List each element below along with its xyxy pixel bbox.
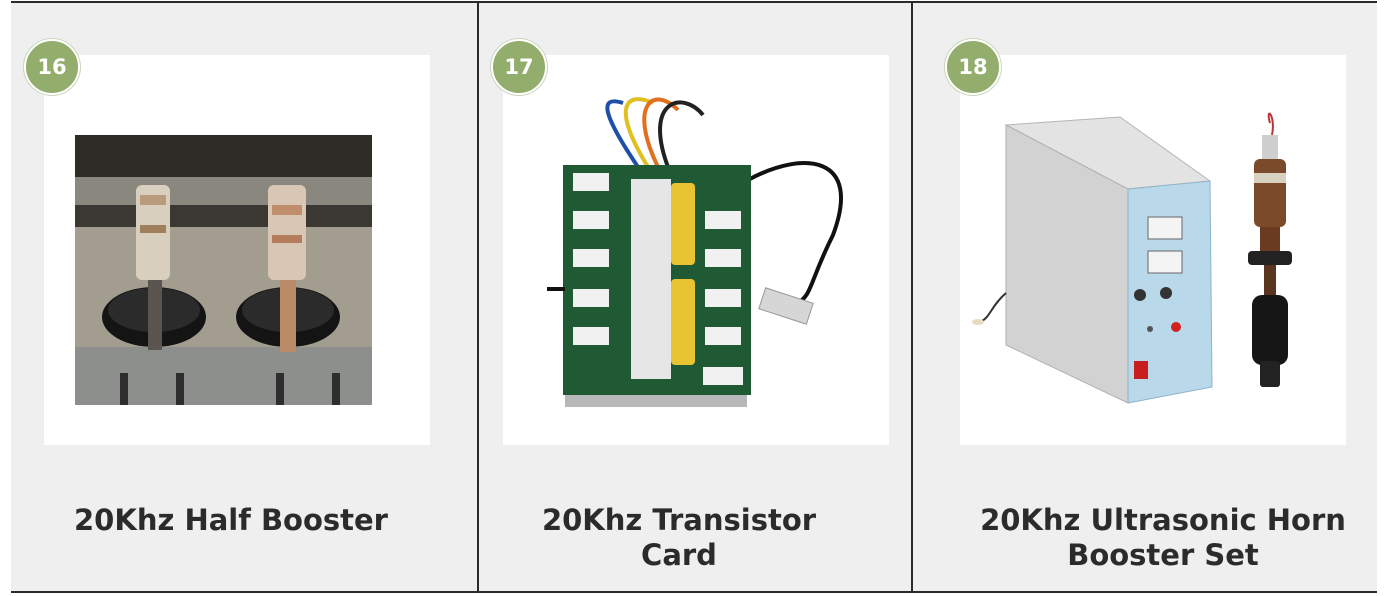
ultrasonic-generator-photo xyxy=(972,112,1292,404)
product-title: 20Khz Ultrasonic Horn Booster Set xyxy=(980,503,1346,572)
product-image-frame xyxy=(960,55,1346,445)
item-number-badge: 17 xyxy=(491,39,547,95)
item-number-badge: 18 xyxy=(945,39,1001,95)
transistor-card-photo xyxy=(547,97,843,407)
product-title: 20Khz Half Booster xyxy=(74,503,388,537)
half-booster-photo xyxy=(75,135,372,405)
product-image-frame xyxy=(503,55,889,445)
product-title: 20Khz Transistor Card xyxy=(541,503,817,572)
product-card-16: 16 20Khz Half Booster xyxy=(11,3,477,591)
item-number-badge: 16 xyxy=(24,39,80,95)
product-image-frame xyxy=(44,55,430,445)
product-card-17: 17 20Khz Transistor Card xyxy=(477,3,911,591)
product-grid: 16 20Khz Half Booster xyxy=(11,1,1377,593)
product-card-18: 18 20Khz Ultrasonic Horn Booster Set xyxy=(911,3,1377,591)
